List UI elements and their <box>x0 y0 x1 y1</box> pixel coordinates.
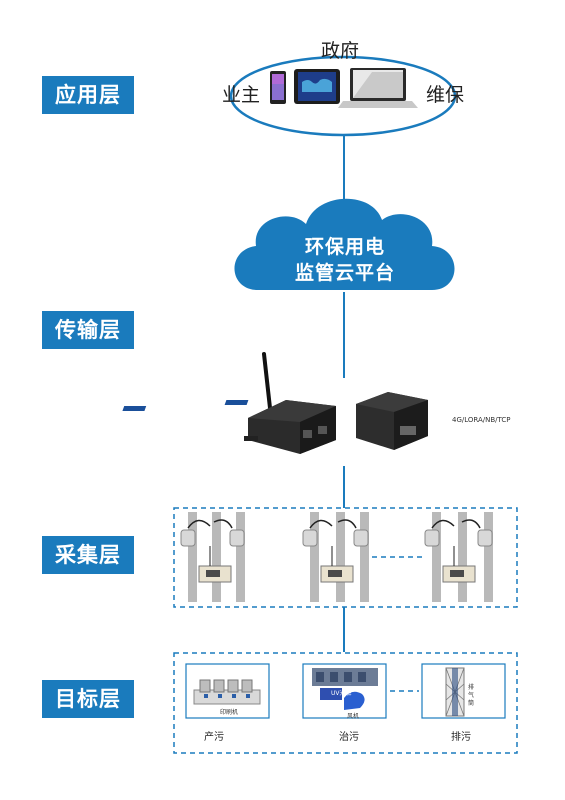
protocols-label: 4G/LORA/NB/TCP <box>452 416 511 424</box>
layer-label-target: 目标层 <box>42 680 134 718</box>
layer-label-collection: 采集层 <box>42 536 134 574</box>
caption-exhaust: 排污 <box>451 732 471 743</box>
printing-machine-icon <box>193 679 261 705</box>
sensor-group-3 <box>424 512 493 602</box>
exhaust-stack-icon <box>445 667 465 717</box>
application-ellipse <box>229 55 457 137</box>
laptop-icon <box>338 68 418 108</box>
user-owner: 业主 <box>222 84 261 106</box>
smartphone-icon <box>270 71 286 104</box>
sensor-group-1 <box>180 512 245 602</box>
exhaust-label: 排气筒 <box>468 684 475 707</box>
cloud-shape <box>234 198 455 290</box>
caption-produce: 产污 <box>204 732 224 743</box>
user-government: 政府 <box>321 40 360 62</box>
uv-treatment-icon <box>312 668 378 710</box>
layer-label-application: 应用层 <box>42 76 134 114</box>
wireless-gateway-icon <box>122 352 336 454</box>
printer-label: 印刷机 <box>220 709 239 716</box>
caption-treat: 治污 <box>339 732 359 743</box>
cloud-title-line2: 监管云平台 <box>294 262 395 284</box>
collection-box <box>173 507 518 608</box>
user-maintenance: 维保 <box>426 84 465 106</box>
layer-label-transmission: 传输层 <box>42 311 134 349</box>
target-box <box>173 652 518 754</box>
sensor-group-2 <box>302 512 369 602</box>
uv-label: UV光解 <box>331 690 352 697</box>
tablet-icon <box>294 69 340 104</box>
cloud-title-line1: 环保用电 <box>304 236 385 258</box>
serial-server-icon <box>224 392 428 450</box>
fan-label: 风机 <box>347 713 360 720</box>
